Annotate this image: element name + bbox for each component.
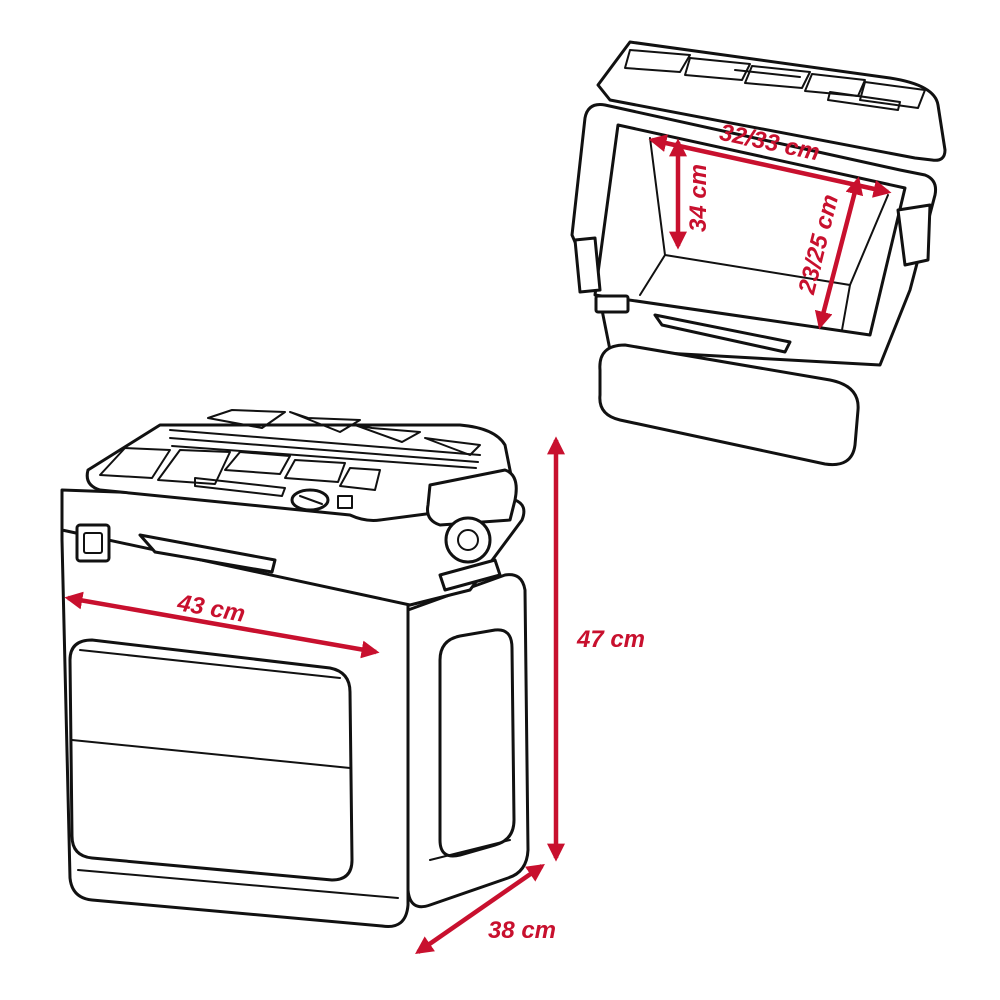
arrow-outer-width xyxy=(64,591,380,659)
open-cooler-pocket xyxy=(598,343,860,467)
open-cooler-illustration xyxy=(570,40,947,467)
front-pocket xyxy=(68,638,354,882)
arrow-outer-depth xyxy=(415,863,545,955)
carry-handle xyxy=(426,468,518,527)
closed-cooler-illustration xyxy=(60,409,530,929)
label-inner-height: 34 cm xyxy=(685,164,712,232)
label-outer-height: 47 cm xyxy=(576,626,645,653)
front-handle-slot xyxy=(138,533,277,574)
dimension-arrows xyxy=(64,134,892,955)
bottle-opener xyxy=(75,523,111,563)
open-lid xyxy=(596,40,947,162)
label-outer-depth: 38 cm xyxy=(488,917,556,944)
side-pocket xyxy=(438,628,516,858)
arrow-inner-depth xyxy=(814,176,864,330)
